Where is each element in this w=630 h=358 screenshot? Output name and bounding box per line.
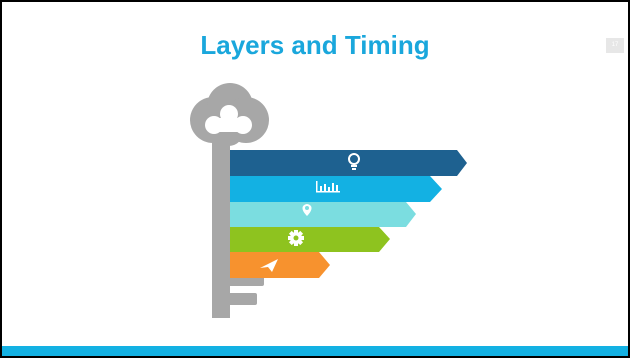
band-gear [230, 227, 390, 252]
map-pin-icon [302, 204, 312, 216]
band-pin [230, 202, 416, 227]
band-plane [230, 252, 330, 278]
bar-chart-icon [316, 181, 340, 193]
gear-icon [288, 230, 304, 246]
page-number: 17 [606, 38, 624, 53]
paper-plane-icon [260, 259, 278, 272]
lightbulb-icon [348, 153, 360, 170]
footer-bar [2, 346, 628, 356]
slide-title: Layers and Timing [200, 30, 430, 60]
key-icon [190, 83, 269, 318]
band-lightbulb [230, 150, 467, 176]
